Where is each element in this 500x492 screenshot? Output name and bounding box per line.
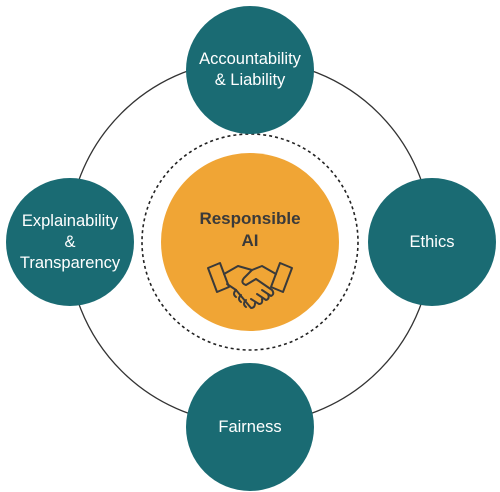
node-circle-left bbox=[6, 178, 134, 306]
node-left-line3: Transparency bbox=[19, 253, 121, 272]
node-ethics: Ethics bbox=[368, 178, 496, 306]
node-circle-top bbox=[186, 6, 314, 134]
node-left-line1: Explainability bbox=[21, 211, 119, 230]
node-left-line2: & bbox=[64, 232, 76, 251]
node-top-line1: Accountability bbox=[199, 50, 301, 68]
center-title-line1: Responsible bbox=[199, 209, 301, 228]
node-explainability-transparency: Explainability & Transparency bbox=[6, 178, 134, 306]
node-top-line2: & Liability bbox=[214, 71, 286, 89]
node-fairness: Fairness bbox=[186, 363, 314, 491]
center-title: Responsible AI bbox=[162, 208, 338, 252]
center-title-line2: AI bbox=[241, 231, 259, 250]
handshake-icon bbox=[207, 262, 293, 309]
node-circle-right bbox=[368, 178, 496, 306]
center-circle bbox=[161, 153, 339, 331]
node-accountability-liability: Accountability & Liability bbox=[186, 6, 314, 134]
node-circle-bottom bbox=[186, 363, 314, 491]
node-right-line1: Ethics bbox=[409, 232, 455, 251]
inner-dotted-ring bbox=[141, 133, 359, 351]
node-bottom-line1: Fairness bbox=[218, 417, 282, 436]
